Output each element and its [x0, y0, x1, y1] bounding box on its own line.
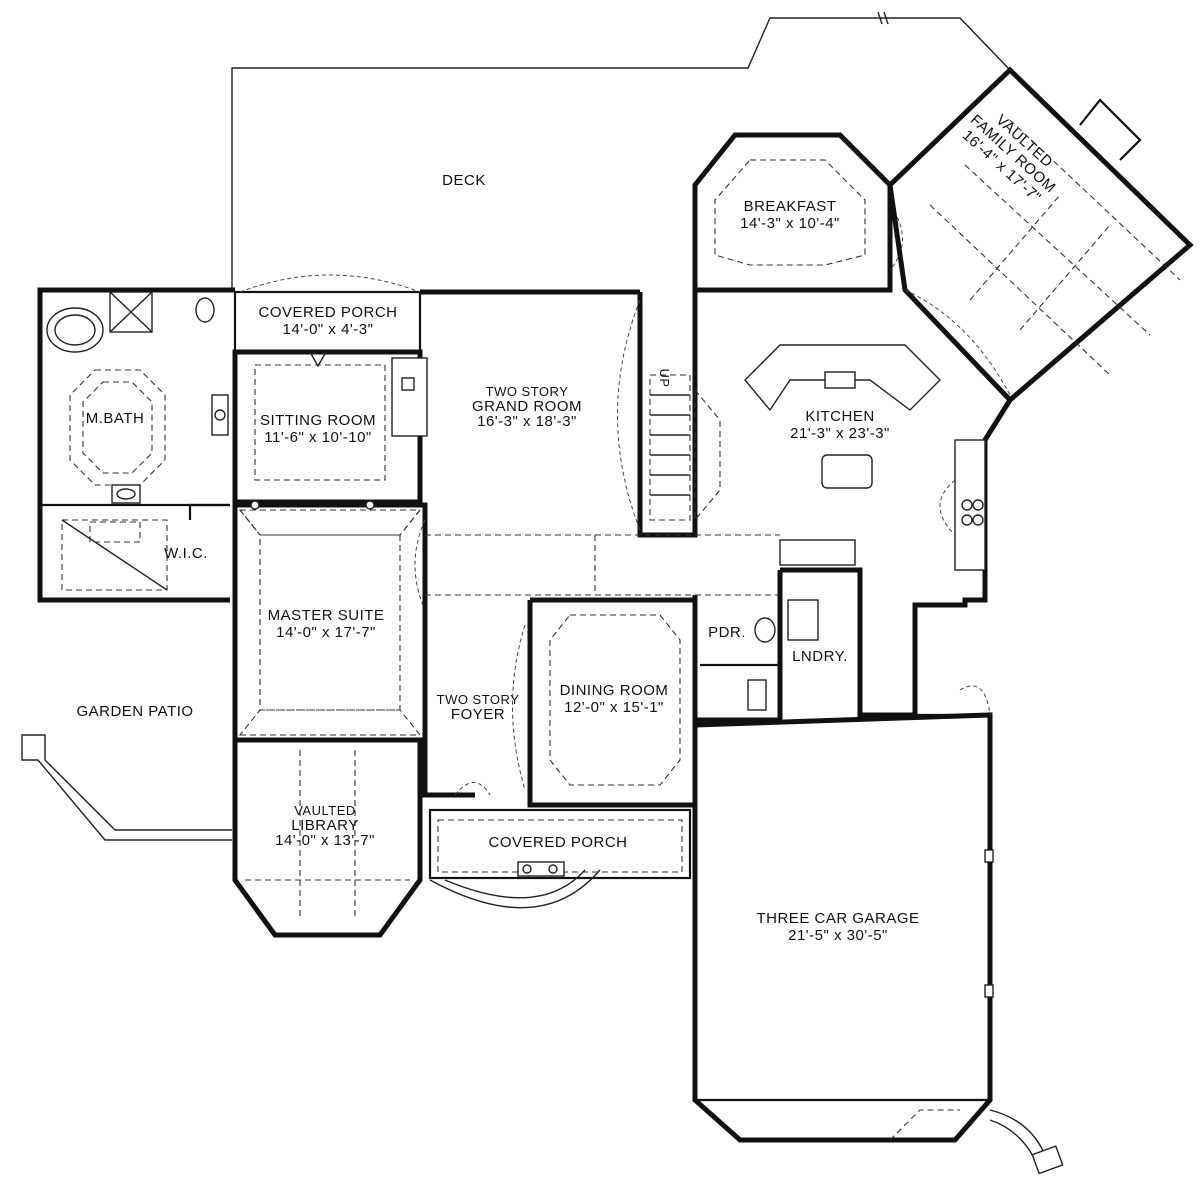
label-wic: W.I.C. [164, 545, 208, 562]
kitchen-walls [744, 344, 1013, 715]
label-laundry: LNDRY. [792, 648, 848, 665]
garage-walls [692, 685, 1064, 1175]
family-room-walls [887, 66, 1194, 404]
label-powder: PDR. [708, 624, 746, 641]
grand-room-walls [414, 289, 780, 611]
label-kitchen: KITCHEN 21'-3" x 23'-3" [790, 408, 890, 442]
label-library: VAULTED LIBRARY 14'-0" x 13'-7" [275, 803, 375, 849]
label-covered-porch-rear: COVERED PORCH 14'-0" x 4'-3" [258, 304, 398, 338]
stair-up-label: UP [657, 368, 672, 388]
label-garage: THREE CAR GARAGE 21'-5" x 30'-5" [756, 910, 920, 944]
label-deck: DECK [442, 172, 486, 189]
label-dining-room: DINING ROOM 12'-0" x 15'-1" [559, 682, 669, 716]
label-breakfast: BREAKFAST 14'-3" x 10'-4" [740, 198, 840, 232]
garden-patio-outline [21, 734, 232, 841]
label-garden-patio: GARDEN PATIO [76, 703, 194, 720]
label-master-suite: MASTER SUITE 14'-0" x 17'-7" [267, 607, 385, 641]
label-grand-room: TWO STORY GRAND ROOM 16'-3" x 18'-3" [472, 384, 582, 430]
deck-outline [231, 11, 1011, 290]
label-sitting-room: SITTING ROOM 11'-6" x 10'-10" [260, 412, 376, 446]
master-bath-block [37, 287, 235, 603]
label-foyer: TWO STORY FOYER [436, 692, 520, 723]
label-master-bath: M.BATH [85, 410, 145, 427]
sitting-room-area [232, 274, 428, 505]
library-walls [232, 740, 423, 938]
powder-laundry-walls [692, 567, 990, 723]
front-porch [428, 808, 692, 909]
label-covered-porch-front: COVERED PORCH [488, 834, 628, 851]
